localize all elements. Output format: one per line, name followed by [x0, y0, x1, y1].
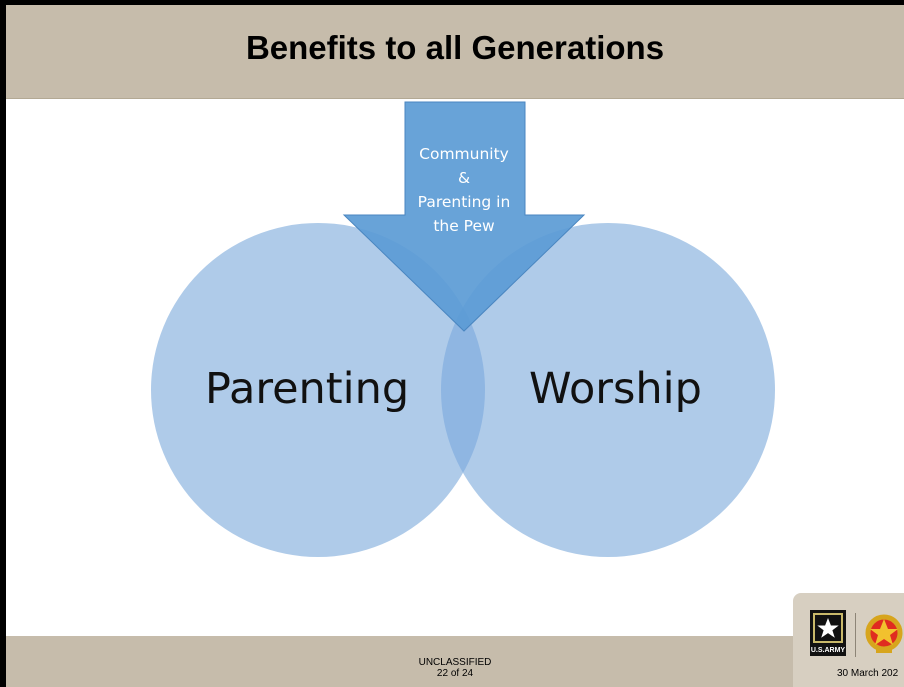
footer-date: 30 March 202	[837, 668, 899, 679]
page-number: 22 of 24	[436, 668, 474, 679]
arrow-line-2: &	[457, 169, 471, 187]
us-army-logo: U.S.ARMY	[810, 610, 846, 656]
parenting-circle	[151, 223, 485, 557]
classification-text: UNCLASSIFIED	[418, 657, 492, 668]
down-arrow-shape	[342, 101, 586, 332]
venn-diagram	[151, 101, 775, 557]
logo-divider	[855, 613, 856, 657]
parenting-label: Parenting	[205, 364, 410, 414]
arrow-line-1: Community	[419, 145, 509, 163]
footer-classification: UNCLASSIFIED 22 of 24	[375, 657, 535, 679]
arrow-line-4: the Pew	[433, 217, 495, 235]
slide-title: Benefits to all Generations	[245, 29, 665, 66]
unit-crest-icon	[865, 614, 903, 653]
arrow-line-3: Parenting in	[417, 193, 511, 211]
title-bar: Benefits to all Generations	[6, 5, 904, 99]
logo-text: U.S.ARMY	[811, 647, 846, 654]
worship-label: Worship	[529, 364, 702, 414]
worship-circle	[441, 223, 775, 557]
footer-bar	[6, 636, 904, 687]
arrow-label: Community & Parenting in the Pew	[404, 142, 524, 238]
slide: Benefits to all Generations Community & …	[6, 5, 904, 687]
